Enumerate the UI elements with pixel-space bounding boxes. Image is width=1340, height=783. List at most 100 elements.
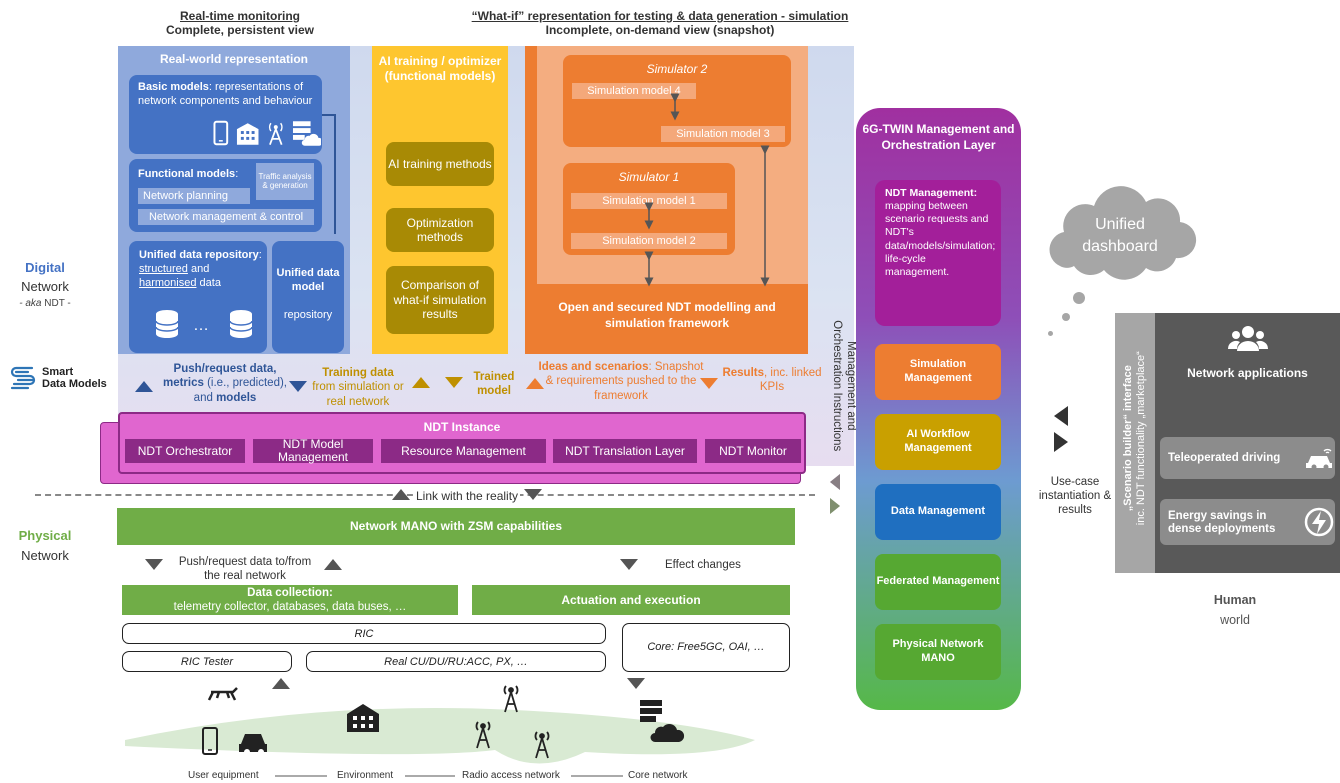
framework-label: Open and secured NDT modelling and simul… <box>558 300 776 331</box>
network-applications-panel: „Scenario builder“ interface inc. NDT fu… <box>1115 313 1340 573</box>
ric-up-arrow <box>272 678 290 689</box>
ndt-translation-layer: NDT Translation Layer <box>553 439 697 463</box>
human-label: Human <box>1213 593 1257 607</box>
network-mano-bar: Network MANO with ZSM capabilities <box>117 508 795 545</box>
physical-label: Physical <box>18 528 72 543</box>
link-reality-label: Link with the reality <box>414 489 521 503</box>
simulation-model-2: Simulation model 2 <box>571 233 727 249</box>
ai-training-optimizer: AI training / optimizer (functional mode… <box>372 46 508 354</box>
basic-models-label: Basic models <box>138 81 209 93</box>
antenna-icon <box>503 685 519 713</box>
real-world-representation: Real-world representation Basic models: … <box>118 46 350 354</box>
basic-models-box: Basic models: representations of network… <box>129 75 322 154</box>
antenna-icon <box>269 122 283 146</box>
training-up-arrow <box>412 377 430 388</box>
connected-car-icon <box>1306 448 1332 469</box>
simulation-model-3: Simulation model 3 <box>661 126 785 142</box>
effect-down-arrow <box>620 559 638 570</box>
real-world-title: Real-world representation <box>159 52 309 66</box>
push-real-up-arrow <box>324 559 342 570</box>
management-orchestration-layer: 6G-TWIN Management and Orchestration Lay… <box>856 108 1021 710</box>
network-management-box: Network management & control <box>138 209 314 225</box>
push-down-arrow <box>289 381 307 392</box>
radio-access-network-label: Radio access network <box>462 770 560 781</box>
whatif-title: “What-if” representation for testing & d… <box>471 9 849 23</box>
car-icon <box>239 734 267 755</box>
ric-tester-box: RIC Tester <box>122 651 292 672</box>
smart-label: Smart <box>42 366 74 378</box>
whatif-subtitle: Incomplete, on-demand view (snapshot) <box>545 23 775 37</box>
digital-network-label: Network <box>21 279 69 294</box>
mgmt-arrows <box>830 474 840 514</box>
ndt-management-box: NDT Management: mapping between scenario… <box>875 180 1001 326</box>
data-collection-bar: Data collection: telemetry collector, da… <box>122 585 458 615</box>
ai-training-methods: AI training methods <box>386 142 494 186</box>
smart-data-models-logo <box>10 366 36 390</box>
world-label: world <box>1220 613 1250 627</box>
smartphone-icon <box>202 727 218 755</box>
unified-data-model-repository-box: Unified data model repository <box>272 241 344 353</box>
layer-title: 6G-TWIN Management and Orchestration Lay… <box>862 122 1015 152</box>
physical-environment <box>125 685 755 777</box>
environment-label: Environment <box>337 770 394 781</box>
database-icon <box>155 310 179 338</box>
ai-training-title: AI training / optimizer (functional mode… <box>378 54 502 83</box>
scenario-builder-label: „Scenario builder“ interface <box>1121 365 1134 512</box>
aka-ndt-label: - aka NDT - <box>19 298 71 309</box>
teleoperated-driving-box: Teleoperated driving <box>1160 437 1335 479</box>
unified-dashboard-cloud <box>1049 186 1197 280</box>
simulation-model-4: Simulation model 4 <box>572 83 696 99</box>
core-down-arrow <box>627 678 645 689</box>
antenna-icon <box>475 721 491 749</box>
push-real-down-arrow <box>145 559 163 570</box>
server-cloud-icon <box>292 121 321 146</box>
real-cu-box: Real CU/DU/RU:ACC, PX, … <box>306 651 606 672</box>
network-planning-box: Network planning <box>138 188 250 204</box>
network-applications-title: Network applications <box>1187 366 1308 380</box>
basic-models-text: : representations of network components … <box>138 81 313 107</box>
training-data-label: Training data from simulation or real ne… <box>312 367 404 408</box>
unified-data-repository-box: Unified data repository: structured and … <box>129 241 267 353</box>
actuation-bar: Actuation and execution <box>472 585 790 615</box>
functional-models-box: Functional models: Traffic analysis & ge… <box>129 159 322 232</box>
core-box: Core: Free5GC, OAI, … <box>622 623 790 672</box>
ai-workflow-management-box: AI Workflow Management <box>875 414 1001 470</box>
ndt-orchestrator: NDT Orchestrator <box>125 439 245 463</box>
user-equipment-label: User equipment <box>188 770 259 781</box>
core-network-label: Core network <box>628 770 688 781</box>
link-up-arrow <box>392 489 410 500</box>
usecase-label: Use-case instantiation & results <box>1038 476 1112 516</box>
digital-label: Digital <box>25 260 65 275</box>
realtime-title: Real-time monitoring <box>179 9 300 23</box>
users-icon <box>1228 326 1268 351</box>
trained-down-arrow <box>445 377 463 388</box>
building-icon <box>236 123 259 145</box>
push-request-label: Push/request data, metrics (i.e., predic… <box>162 363 287 404</box>
antenna-icon <box>534 731 550 759</box>
simulation-arrows <box>644 93 770 287</box>
ric-box: RIC <box>122 623 606 644</box>
push-real-label: Push/request data to/from the real netwo… <box>178 556 312 583</box>
mgmt-instructions-label: Management and Orchestration Instruction… <box>831 320 857 452</box>
building-icon <box>347 704 379 732</box>
traffic-analysis-box: Traffic analysis & generation <box>256 163 314 200</box>
functional-models-label: Functional models <box>138 168 236 180</box>
smartphone-icon <box>213 120 229 146</box>
simulation-framework: Open and secured NDT modelling and simul… <box>525 46 808 354</box>
resource-management: Resource Management <box>381 439 546 463</box>
ideas-up-arrow <box>526 378 544 389</box>
ndt-instance-title: NDT Instance <box>423 420 501 434</box>
ideas-scenarios-label: Ideas and scenarios: Snapshot & requirem… <box>538 361 704 402</box>
unified-dashboard-label: Unified dashboard <box>1082 216 1158 255</box>
effect-changes-label: Effect changes <box>665 559 741 571</box>
ndt-model-management: NDT Model Management <box>253 438 373 463</box>
federated-management-box: Federated Management <box>875 554 1001 610</box>
usecase-arrows <box>1054 406 1068 452</box>
ndt-monitor: NDT Monitor <box>705 439 801 463</box>
push-up-arrow <box>135 381 153 392</box>
trained-model-label: Trained model <box>473 371 515 398</box>
data-models-label: Data Models <box>42 377 107 390</box>
results-down-arrow <box>700 378 718 389</box>
energy-icon <box>1304 507 1334 537</box>
realtime-subtitle: Complete, persistent view <box>165 23 315 37</box>
